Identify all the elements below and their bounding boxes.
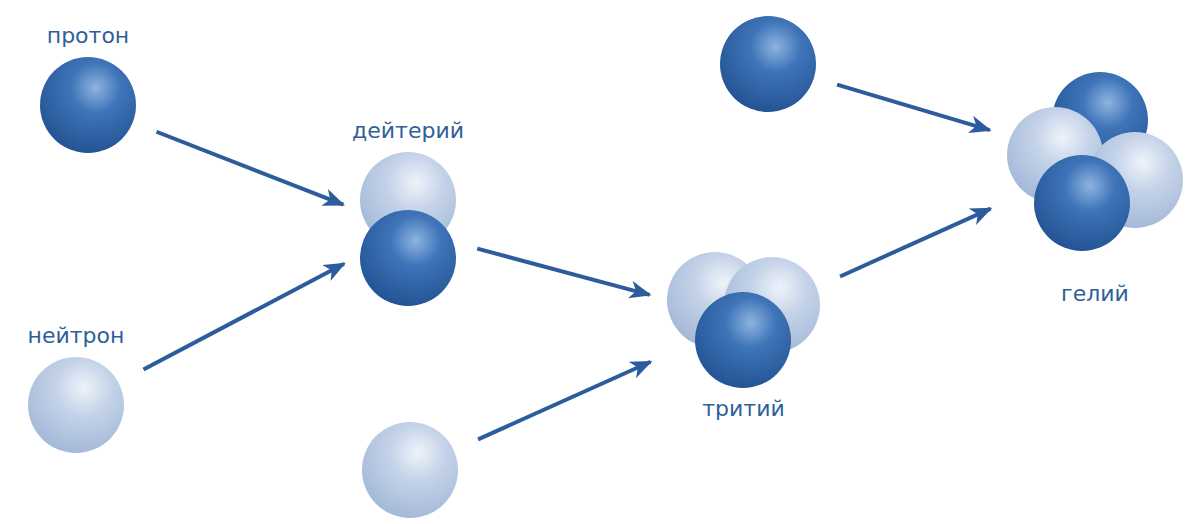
particle-label: гелий xyxy=(1061,281,1129,307)
proton-ball xyxy=(40,57,136,153)
proton-ball xyxy=(695,292,791,388)
particle-drawing xyxy=(362,422,458,518)
reaction-arrow xyxy=(837,85,990,131)
particle-drawing xyxy=(720,16,816,112)
proton-ball xyxy=(1034,155,1130,251)
particle-drawing xyxy=(40,57,136,153)
nucleus: гелий xyxy=(1007,72,1183,251)
reaction-arrow xyxy=(156,132,343,205)
nucleus: тритий xyxy=(667,252,820,388)
particle-label: протон xyxy=(47,23,129,49)
particle-label: тритий xyxy=(702,396,785,422)
particle-drawing xyxy=(1007,72,1183,251)
particle xyxy=(720,16,816,112)
proton-ball xyxy=(720,16,816,112)
particle: нейтрон xyxy=(28,357,124,453)
particle-drawing xyxy=(28,357,124,453)
reaction-arrow xyxy=(478,362,651,440)
particle-drawing xyxy=(667,252,820,388)
reaction-arrow xyxy=(143,264,344,370)
neutron-ball xyxy=(362,422,458,518)
particle-label: нейтрон xyxy=(28,323,125,349)
particle-drawing xyxy=(360,152,456,308)
particle xyxy=(362,422,458,518)
reaction-arrow xyxy=(840,209,991,277)
particle-label: дейтерий xyxy=(352,118,464,144)
nucleus: дейтерий xyxy=(360,152,456,308)
neutron-ball xyxy=(28,357,124,453)
particle: протон xyxy=(40,57,136,153)
reaction-arrow xyxy=(477,249,649,295)
proton-ball xyxy=(360,210,456,306)
